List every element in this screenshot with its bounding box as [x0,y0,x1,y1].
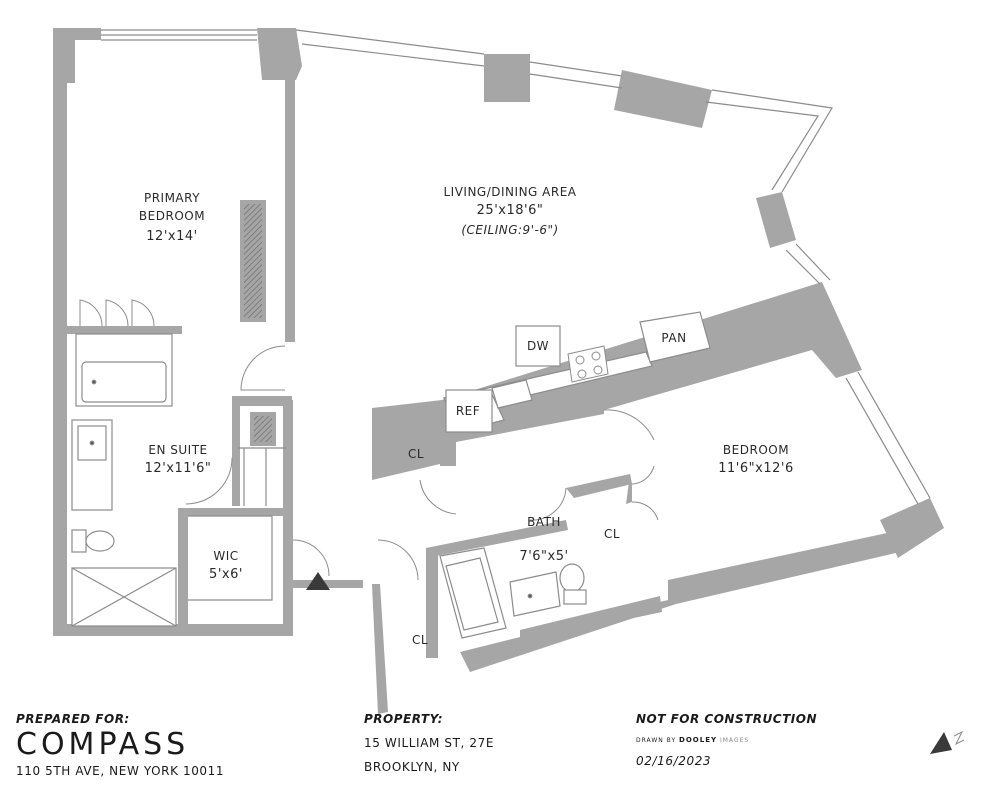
primary-bedroom-name-1: PRIMARY [144,191,200,205]
wall-ensuite-top [67,326,182,334]
wall-kitchen-lower [440,404,604,466]
wall-wic-left [178,512,188,636]
brand-logo: COMPASS [16,727,190,762]
windows [101,29,931,505]
toilet-icon [71,529,87,553]
brand-address: 110 5TH AVE, NEW YORK 10011 [16,764,225,778]
wall-bath-left [426,548,438,658]
wall-cl-right [626,474,632,504]
living-dining-ceiling: (CEILING:9'-6") [461,223,558,237]
closet-bedroom-label: CL [604,527,620,541]
wall-bottom-left [53,624,293,636]
column-right-corner [756,192,796,248]
drawing-date: 02/16/2023 [636,754,712,768]
property-label: PROPERTY: [364,712,444,726]
bedroom-name: BEDROOM [723,443,789,457]
primary-bedroom-size: 12'x14' [146,229,197,244]
wall-kitchen-band [372,282,862,480]
bath-toilet-icon [559,563,585,593]
dw-box [515,325,561,367]
wall-wic-right [283,400,293,636]
bath-size: 7'6"x5' [519,549,568,564]
north-arrow-icon [930,730,965,754]
drawn-by-suffix: IMAGES [719,737,750,744]
wall-bath-cl [566,474,632,498]
ref-label: REF [456,404,480,418]
en-suite-size: 12'x11'6" [145,461,212,476]
wall-bedroom-living [285,70,295,342]
sink-icon [491,379,533,409]
wall-bath-top [426,520,568,556]
ensuite-fixtures [71,333,177,627]
bath-name: BATH [527,515,561,529]
bath-fixtures [439,547,587,639]
wic-name: WIC [213,549,238,563]
bedroom-size: 11'6"x12'6 [718,461,793,476]
chase-hatch [244,204,262,318]
ref-box [445,389,493,433]
cooktop-icon [567,345,609,383]
drawing-info-block: NOT FOR CONSTRUCTION DRAWN BY DOOLEY IMA… [636,712,817,768]
wic-size: 5'x6' [209,567,243,582]
wall-bath-bottom [520,596,662,642]
wall-bottom-diag [460,532,900,672]
dw-label: DW [527,339,549,353]
property-city: BROOKLYN, NY [364,760,460,774]
closet-outlines [188,447,286,601]
prepared-for-label: PREPARED FOR: [16,712,130,726]
column-facade-1 [484,54,530,102]
primary-bedroom-name-2: BEDROOM [139,209,205,223]
property-address: 15 WILLIAM ST, 27E [364,736,495,750]
living-dining-name: LIVING/DINING AREA [443,185,576,199]
wall-entry-cl [372,584,388,714]
entry-triangle-icon [306,572,330,590]
closet-entry-label: CL [412,633,428,647]
wall-left [53,30,67,634]
wall-entry [293,580,363,588]
en-suite-name: EN SUITE [148,443,207,457]
wall-wic-top [178,508,288,516]
living-dining-size: 25'x18'6" [477,203,544,218]
room-labels: PRIMARY BEDROOM 12'x14' LIVING/DINING AR… [139,185,793,647]
doors [79,299,659,581]
drawn-by-name: DOOLEY [679,736,718,744]
wall-ensuite-cap [232,396,292,406]
walls [53,28,944,714]
drawn-by: DRAWN BY DOOLEY IMAGES [636,736,817,744]
shaft-hatch [254,416,272,442]
disclaimer: NOT FOR CONSTRUCTION [636,712,817,726]
bath-sink-icon [509,571,561,617]
drawn-by-label: DRAWN BY [636,737,677,744]
wall-ensuite-side [232,406,240,506]
prepared-for-block: PREPARED FOR: COMPASS 110 5TH AVE, NEW Y… [16,712,224,778]
column-top-left [53,28,75,83]
pan-label: PAN [661,331,686,345]
closet-kitchen-label: CL [408,447,424,461]
column-facade-2 [614,70,712,128]
property-block: PROPERTY: 15 WILLIAM ST, 27E BROOKLYN, N… [364,712,494,774]
column-top-mid [257,28,302,80]
pan-box [639,311,711,363]
